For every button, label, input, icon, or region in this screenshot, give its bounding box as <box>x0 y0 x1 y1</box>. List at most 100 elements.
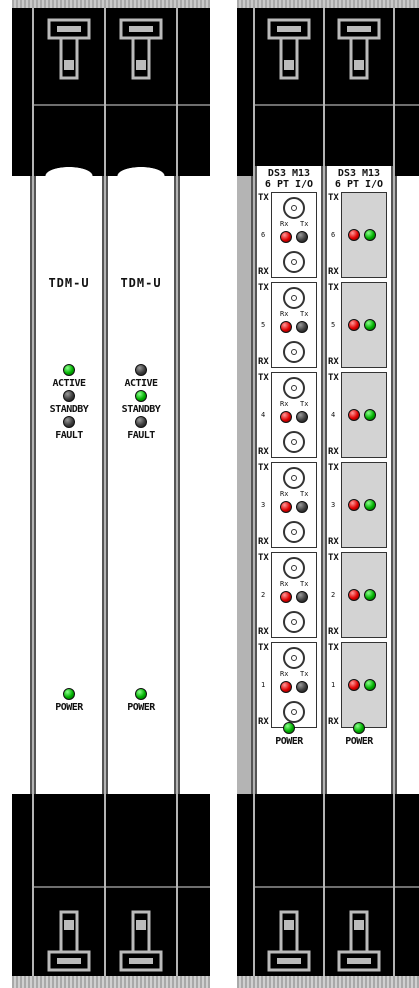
card-ejector-icon[interactable] <box>119 18 163 90</box>
tx-label: TX <box>258 193 269 203</box>
tx-label: TX <box>258 283 269 293</box>
bnc-connector-icon[interactable] <box>283 557 305 579</box>
tx-led <box>364 319 376 331</box>
card-ejector-icon[interactable] <box>267 18 311 90</box>
rx-label: RX <box>258 357 269 367</box>
bnc-connector-icon[interactable] <box>283 611 305 633</box>
fault-label: FAULT <box>55 430 83 441</box>
card-ejector-icon[interactable] <box>337 18 381 90</box>
chassis-top-rail <box>237 0 419 8</box>
card-ejector-icon[interactable] <box>337 900 381 972</box>
power-label: POWER <box>275 736 303 747</box>
slot-tdm-1[interactable]: TDM-U ACTIVE STANDBY FAULT POWER <box>34 0 104 976</box>
bnc-connector-icon[interactable] <box>283 647 305 669</box>
card-ejector-icon[interactable] <box>119 900 163 972</box>
power-label: POWER <box>345 736 373 747</box>
power-led <box>283 722 295 734</box>
tx-led <box>296 411 308 423</box>
standby-led <box>135 390 147 402</box>
port-number: 1 <box>261 681 266 689</box>
card-bottom-cap <box>34 794 104 976</box>
bnc-connector-icon[interactable] <box>283 701 305 723</box>
bnc-connector-icon[interactable] <box>283 287 305 309</box>
tx-led <box>296 501 308 513</box>
standby-label: STANDBY <box>121 404 161 415</box>
tx-label: TX <box>258 373 269 383</box>
rx-led <box>348 229 360 241</box>
port-box[interactable] <box>341 282 387 368</box>
port-box[interactable] <box>341 642 387 728</box>
active-label: ACTIVE <box>124 378 158 389</box>
card-top-cap <box>255 8 323 176</box>
rx-led <box>348 679 360 691</box>
bnc-connector-icon[interactable] <box>283 377 305 399</box>
rx-small-label: Rx <box>280 580 289 588</box>
card-header-line2: 6 PT I/O <box>264 179 314 190</box>
tdm-card-panel: TDM-U ACTIVE STANDBY FAULT POWER <box>106 176 176 794</box>
card-ejector-icon[interactable] <box>267 900 311 972</box>
power-label: POWER <box>127 702 155 713</box>
card-header-line1: DS3 M13 <box>267 168 311 179</box>
slot-partial-right <box>395 0 419 976</box>
port-number: 3 <box>261 501 266 509</box>
tx-label: TX <box>328 373 339 383</box>
tx-label: TX <box>328 553 339 563</box>
rx-label: RX <box>328 447 339 457</box>
port-number: 5 <box>331 321 336 329</box>
power-led <box>63 688 75 700</box>
card-bottom-cap <box>106 794 176 976</box>
rx-led <box>280 321 292 333</box>
rx-led <box>280 681 292 693</box>
card-bottom-cap <box>255 794 323 976</box>
bnc-connector-icon[interactable] <box>283 467 305 489</box>
port-box[interactable] <box>341 462 387 548</box>
rx-led <box>348 409 360 421</box>
rx-small-label: Rx <box>280 400 289 408</box>
tx-led <box>296 231 308 243</box>
port-number: 1 <box>331 681 336 689</box>
rx-led <box>348 499 360 511</box>
bnc-connector-icon[interactable] <box>283 341 305 363</box>
tx-led <box>364 589 376 601</box>
chassis-left: TDM-U ACTIVE STANDBY FAULT POWER <box>12 0 210 988</box>
port-box[interactable] <box>341 192 387 278</box>
card-ejector-icon[interactable] <box>47 18 91 90</box>
card-top-cap <box>106 8 176 176</box>
port-number: 2 <box>331 591 336 599</box>
card-bottom-cap <box>325 794 393 976</box>
power-label: POWER <box>55 702 83 713</box>
standby-label: STANDBY <box>49 404 89 415</box>
card-ejector-icon[interactable] <box>47 900 91 972</box>
tx-label: TX <box>328 283 339 293</box>
bnc-connector-icon[interactable] <box>283 251 305 273</box>
rx-led <box>280 591 292 603</box>
bnc-connector-icon[interactable] <box>283 197 305 219</box>
card-title: TDM-U <box>120 276 162 290</box>
tx-label: TX <box>258 643 269 653</box>
rx-small-label: Rx <box>280 670 289 678</box>
tx-led <box>296 321 308 333</box>
tdm-card-panel: TDM-U ACTIVE STANDBY FAULT POWER <box>34 176 104 794</box>
port-box[interactable]: Rx Tx <box>271 372 317 458</box>
tx-label: TX <box>328 643 339 653</box>
slot-tdm-2[interactable]: TDM-U ACTIVE STANDBY FAULT POWER <box>106 0 176 976</box>
tx-small-label: Tx <box>300 400 309 408</box>
bnc-connector-icon[interactable] <box>283 521 305 543</box>
rx-led <box>280 231 292 243</box>
port-box[interactable] <box>341 552 387 638</box>
rx-label: RX <box>258 267 269 277</box>
fault-led <box>135 416 147 428</box>
tx-small-label: Tx <box>300 310 309 318</box>
active-led <box>135 364 147 376</box>
port-box[interactable]: Rx Tx <box>271 282 317 368</box>
rx-small-label: Rx <box>280 310 289 318</box>
bnc-connector-icon[interactable] <box>283 431 305 453</box>
port-box[interactable] <box>341 372 387 458</box>
